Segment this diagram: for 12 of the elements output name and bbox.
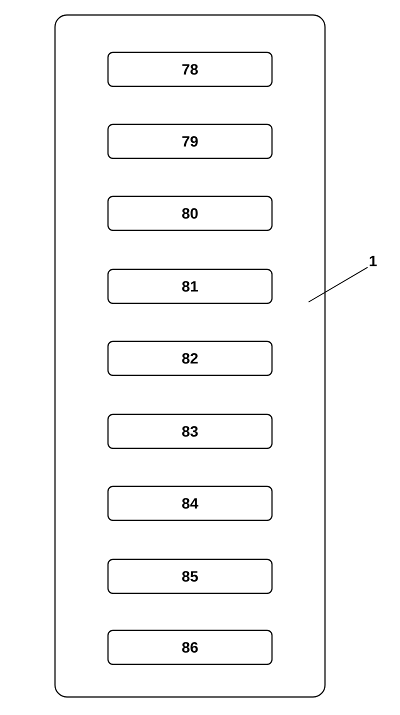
fuse-box: 86 [107, 630, 273, 665]
fuse-box: 82 [107, 340, 273, 376]
leader-line [308, 266, 368, 302]
fuse-box: 79 [107, 124, 273, 159]
fuse-box: 81 [107, 268, 273, 304]
fuse-box: 78 [107, 52, 273, 87]
panel-box [54, 14, 326, 698]
callout-number: 1 [370, 256, 377, 266]
fuse-box: 83 [107, 414, 273, 449]
fuse-box: 85 [107, 558, 273, 594]
fuse-box: 80 [107, 196, 273, 231]
fuse-box: 84 [107, 486, 273, 521]
